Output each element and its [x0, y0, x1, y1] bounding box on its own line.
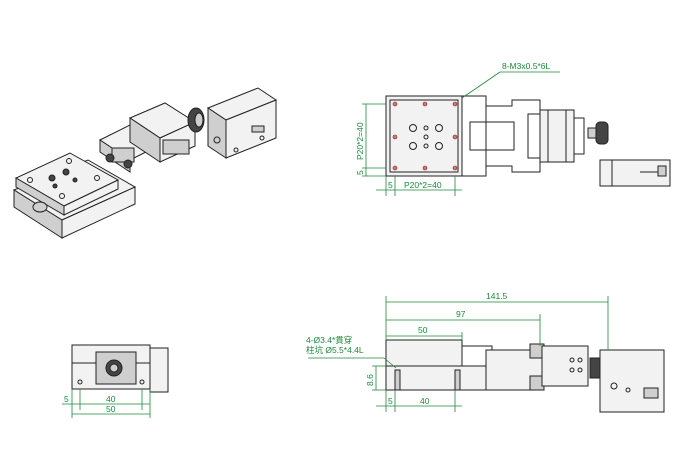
side-dim-overall: 141.5: [486, 291, 508, 301]
end-dim-pitch: 40: [106, 394, 116, 404]
side-view: [308, 296, 665, 413]
end-view: [62, 344, 169, 418]
side-dim-height: 8.6: [365, 374, 375, 386]
top-dim-vertical-offset: 5: [355, 170, 365, 175]
side-dim-table: 50: [418, 325, 428, 335]
top-dim-horizontal-offset: 5: [388, 180, 393, 190]
top-view: [362, 71, 671, 196]
side-callout-line2: 柱坑 Ø5.5*4.4L: [306, 345, 364, 355]
side-callout-line1: 4-Ø3.4*貫穿: [306, 335, 352, 345]
side-dim-body: 97: [456, 309, 466, 319]
top-callout-holes: 8-M3x0.5*6L: [502, 61, 550, 71]
side-dim-pitch: 40: [420, 396, 430, 406]
end-dim-width: 50: [106, 404, 116, 414]
side-dim-offset: 5: [388, 396, 393, 406]
isometric-view: [12, 87, 278, 239]
top-dim-vertical-pitch: P20*2=40: [355, 122, 365, 160]
top-dim-horizontal-pitch: P20*2=40: [404, 180, 442, 190]
end-dim-offset: 5: [64, 394, 69, 404]
